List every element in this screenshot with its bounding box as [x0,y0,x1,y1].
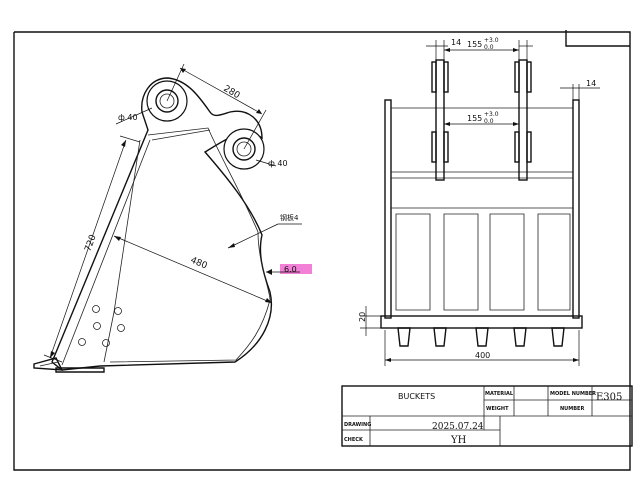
dim-width-text: 400 [475,351,490,360]
tol-lower-mid: 0.0 [484,118,494,125]
dim-ear-thickness: 14 [426,38,461,60]
model-label: MODEL NUMBER [550,391,596,397]
dim-depth: 480 [113,235,273,304]
sheet-frame [13,30,631,471]
drawing-number: E305 [596,392,622,403]
dim-length-text: 720 [83,233,98,253]
bucket-side-outline [51,77,272,371]
check-label: CHECK [344,437,364,443]
drawing-label: DRAWING [344,422,371,428]
front-view: 14 155 +3.0 0.0 155 +3.0 0.0 14 [358,37,600,366]
dim-ear-spacing-mid: 155 +3.0 0.0 [444,111,519,126]
dim-pin-dia-left-text: ф 40 [118,113,138,122]
dim-ear-spacing-mid-text: 155 [467,114,482,123]
dim-width: 400 [384,330,580,366]
weight-label: WEIGHT [486,406,509,412]
tol-upper-top: +3.0 [484,37,499,44]
highlight-mark [280,264,312,274]
dim-side-thickness: 14 [560,79,600,100]
tol-upper-mid: +3.0 [484,111,499,118]
date-text: 2025.07.24 [432,422,484,432]
tol-lower-top: 0.0 [484,44,494,51]
dim-lip: 20 [358,306,381,336]
plate-thickness-text: 6.0 [284,265,297,274]
dim-ear-thickness-text: 14 [451,38,461,47]
plate-thickness-callout: 6.0 [266,264,312,275]
bucket-tooth [33,357,64,371]
dim-pin-spacing-text: 280 [222,84,242,101]
side-view: 280 ф 40 ф 40 720 480 [33,63,312,373]
title-block: BUCKETS MATERIAL WEIGHT MODEL NUMBER NUM… [341,385,633,447]
dim-ear-spacing-top-text: 155 [467,40,482,49]
material-leader: 钢板4 [227,213,302,249]
dim-pin-dia-right: ф 40 [255,159,288,168]
dim-pin-dia-left: ф 40 [115,107,153,125]
front-teeth [397,327,565,347]
front-slots [395,213,571,311]
ear-right [514,59,532,181]
bolt-holes [78,305,125,347]
dim-length: 720 [43,135,141,363]
dim-pin-dia-right-text: ф 40 [268,159,288,168]
title-text: BUCKETS [398,392,435,401]
number-label: NUMBER [560,406,584,412]
checker-text: YH [450,435,467,446]
material-label: MATERIAL [485,391,514,397]
material-note-text: 钢板4 [280,213,299,222]
bottom-lip [380,315,583,329]
dim-lip-text: 20 [358,312,367,322]
ear-left [431,59,449,181]
dim-side-thickness-text: 14 [586,79,596,88]
dim-ear-spacing-top: 155 +3.0 0.0 [444,37,533,60]
